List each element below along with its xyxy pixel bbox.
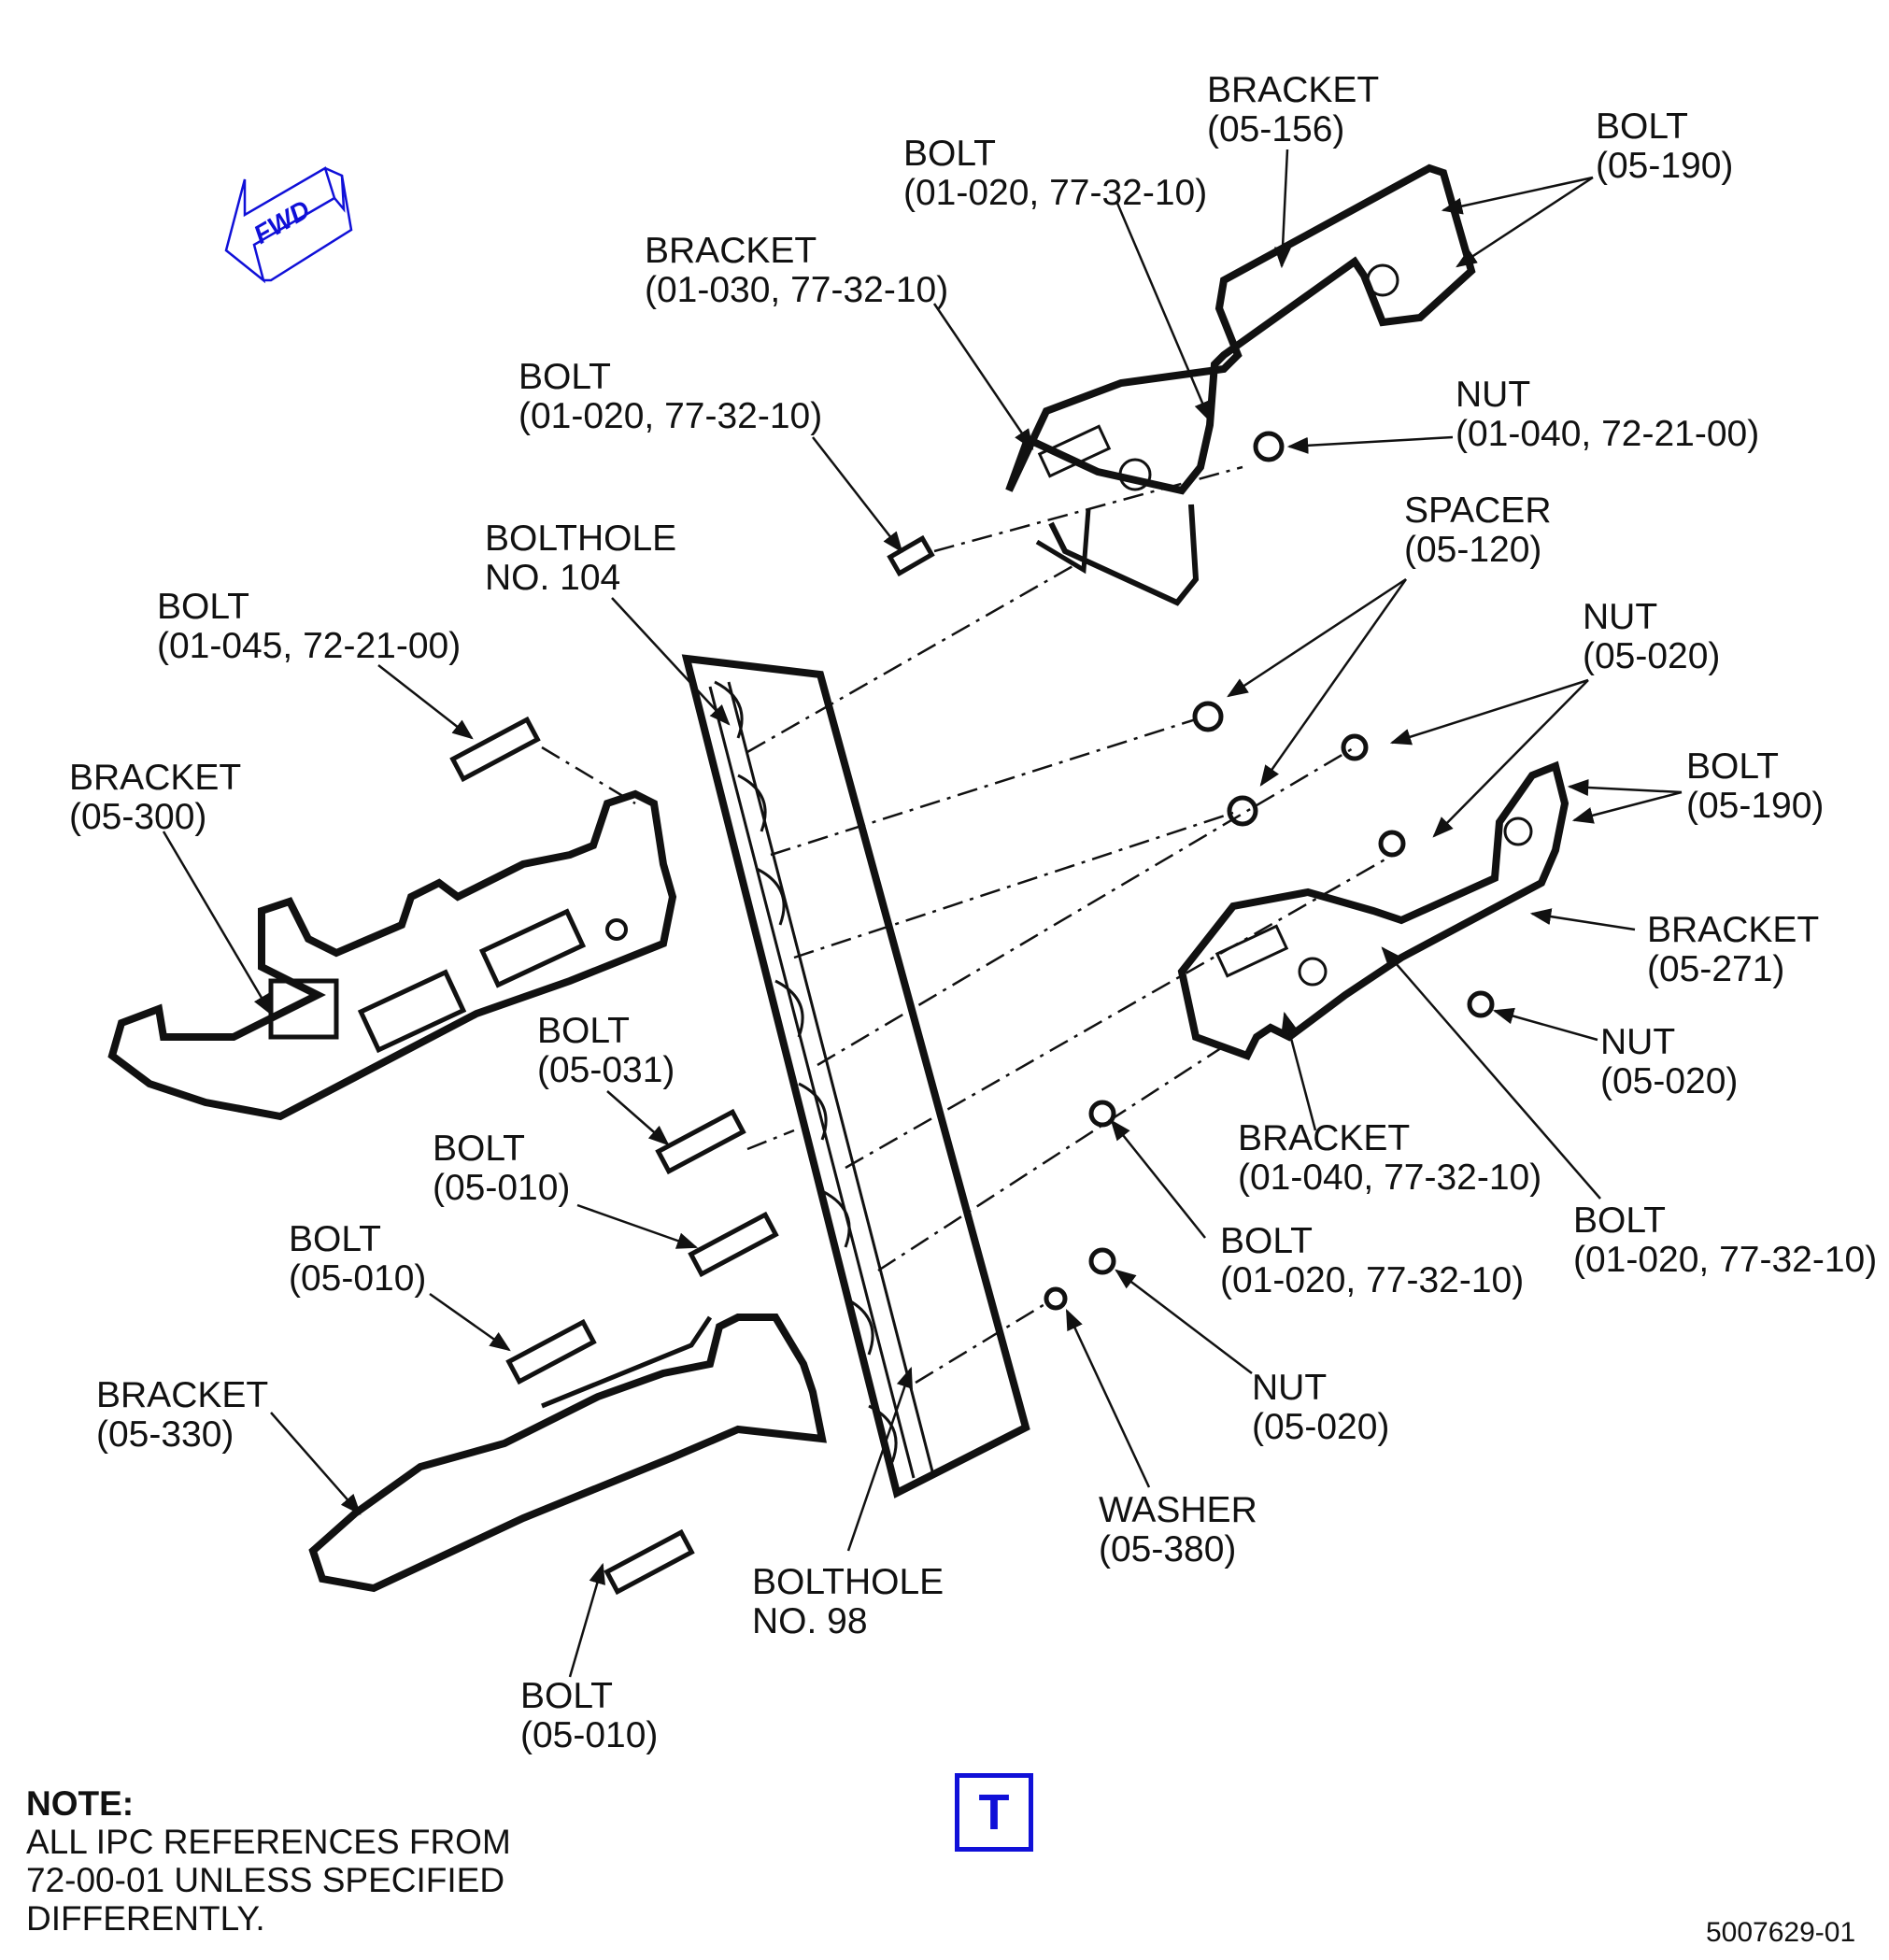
view-tag: T: [955, 1773, 1033, 1852]
callout-bolt-01-020-right: BOLT(01-020, 77-32-10): [1573, 1200, 1878, 1280]
center-lines: [541, 465, 1402, 1385]
callout-bracket-05-156: BRACKET(05-156): [1207, 70, 1380, 149]
callout-bolt-01-020-top: BOLT(01-020, 77-32-10): [903, 134, 1208, 213]
callout-bolt-05-190-right: BOLT(05-190): [1686, 746, 1825, 826]
callout-bolt-01-045: BOLT(01-045, 72-21-00): [157, 587, 462, 666]
callout-bolt-05-010-a: BOLT(05-010): [433, 1129, 571, 1208]
callout-nut-05-020-c: NUT(05-020): [1252, 1368, 1390, 1447]
left-lower-bracket: [308, 1314, 827, 1593]
main-rail: [681, 654, 1030, 1498]
callout-bolt-05-031: BOLT(05-031): [537, 1011, 675, 1090]
callout-bolt-01-020-left: BOLT(01-020, 77-32-10): [518, 357, 823, 436]
note-block: NOTE: ALL IPC REFERENCES FROM 72-00-01 U…: [26, 1784, 511, 1938]
note-line: 72-00-01 UNLESS SPECIFIED: [26, 1861, 505, 1899]
callout-bracket-01-030: BRACKET(01-030, 77-32-10): [645, 231, 949, 310]
callout-bolt-05-190-top: BOLT(05-190): [1596, 107, 1734, 186]
callout-nut-05-020-b: NUT(05-020): [1600, 1022, 1739, 1101]
callout-spacer-05-120: SPACER(05-120): [1404, 490, 1552, 570]
callout-bracket-05-330: BRACKET(05-330): [96, 1375, 269, 1455]
fwd-direction-arrow: [224, 166, 353, 284]
callout-bracket-01-040: BRACKET(01-040, 77-32-10): [1238, 1118, 1542, 1198]
callout-bolt-01-020-mid: BOLT(01-020, 77-32-10): [1220, 1221, 1525, 1300]
callout-bracket-05-271: BRACKET(05-271): [1647, 910, 1820, 989]
callout-nut-01-040: NUT(01-040, 72-21-00): [1456, 375, 1760, 454]
note-heading: NOTE:: [26, 1784, 135, 1823]
callout-bolt-05-010-b: BOLT(05-010): [289, 1219, 427, 1299]
note-line: DIFFERENTLY.: [26, 1899, 265, 1938]
note-line: ALL IPC REFERENCES FROM: [26, 1823, 511, 1861]
left-upper-bracket: [107, 789, 677, 1121]
callout-bracket-05-300: BRACKET(05-300): [69, 758, 242, 837]
right-bracket-assembly: [1177, 760, 1569, 1060]
upper-bracket-assembly: [1005, 163, 1476, 606]
fasteners: [449, 431, 1495, 1596]
leader-lines: [162, 149, 1683, 1678]
callout-washer-05-380: WASHER(05-380): [1099, 1490, 1257, 1569]
callout-nut-05-020-a: NUT(05-020): [1583, 597, 1721, 676]
drawing-number: 5007629-01: [1706, 1917, 1856, 1948]
callout-bolt-05-010-c: BOLT(05-010): [520, 1676, 659, 1755]
